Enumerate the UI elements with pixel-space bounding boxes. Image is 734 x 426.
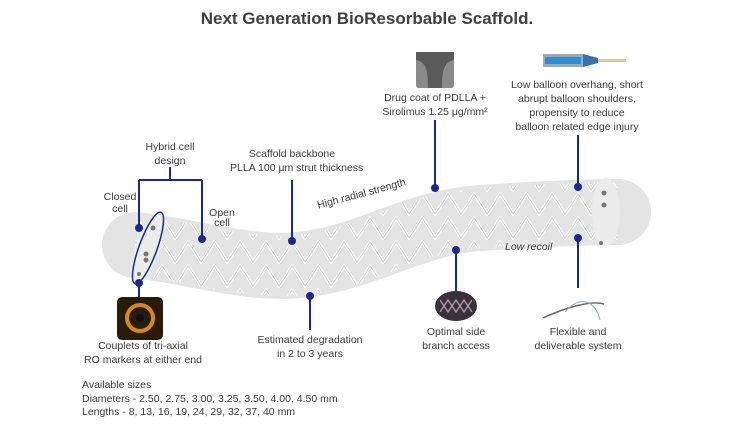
callout-dots <box>135 183 582 300</box>
oct-image <box>117 297 163 340</box>
sizes-diameters: Diameters - 2.50, 2.75, 3.00, 3.25, 3.50… <box>82 392 338 405</box>
balloon-image <box>543 54 626 67</box>
sizes-heading: Available sizes <box>82 379 152 391</box>
low-recoil-label: Low recoil <box>505 241 553 253</box>
page-title: Next Generation BioResorbable Scaffold. <box>200 9 534 28</box>
callout-lines <box>131 120 579 330</box>
side-branch-image <box>435 291 477 321</box>
delivery-system-image <box>542 301 605 321</box>
drug-coat-image <box>416 52 454 88</box>
scaffold-image <box>102 178 651 299</box>
sizes-lengths: Lengths - 8, 13, 16, 19, 24, 29, 32, 37,… <box>82 406 296 418</box>
drug-coat-label: Drug coat of PDLLA +Sirolimus 1.25 μg/mm… <box>382 92 488 118</box>
available-sizes: Available sizes Diameters - 2.50, 2.75, … <box>82 379 338 420</box>
